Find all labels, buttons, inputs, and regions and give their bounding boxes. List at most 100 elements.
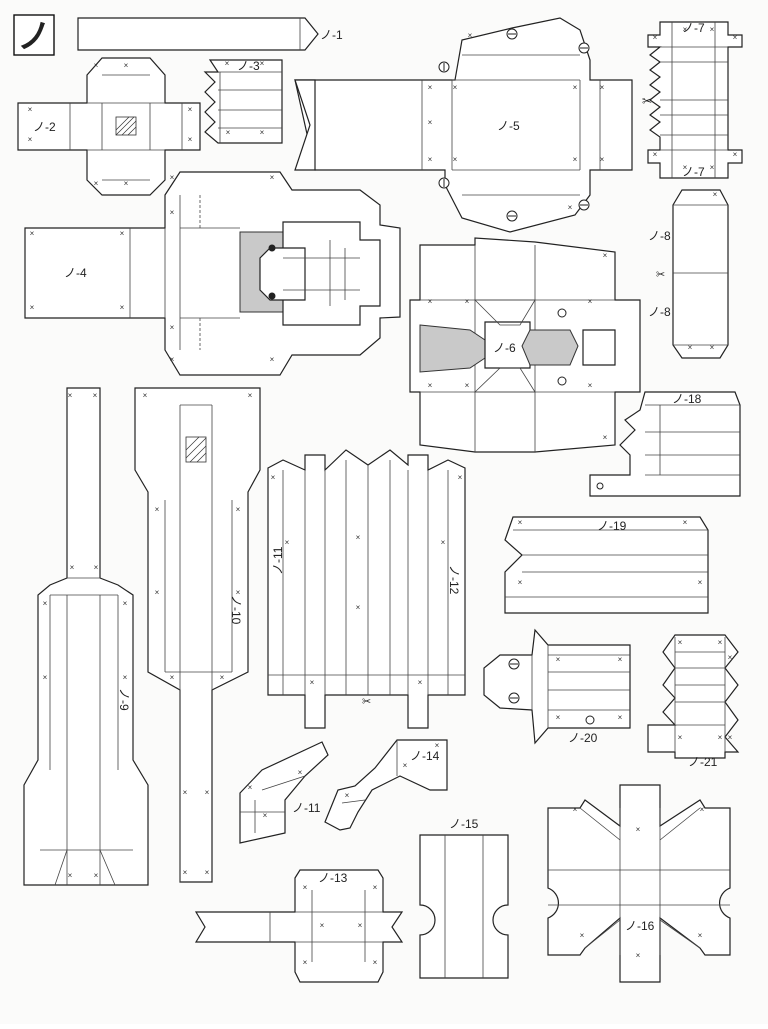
part-15: ノ-13 (194, 869, 404, 983)
glue-mark: × (155, 505, 160, 514)
glue-mark: × (573, 155, 578, 164)
glue-mark: × (428, 297, 433, 306)
glue-mark: × (418, 678, 423, 687)
glue-mark: × (28, 105, 33, 114)
part-20: ノ-20 (483, 628, 631, 745)
scissors-icon: ✂ (656, 269, 665, 281)
glue-mark: × (636, 951, 641, 960)
part-2-label: ノ-2 (33, 120, 56, 134)
part-8: ✂ ノ-8 ノ-8 (648, 189, 729, 359)
part-10-label: ノ-10 (229, 595, 243, 625)
glue-mark: × (683, 518, 688, 527)
glue-mark: × (70, 563, 75, 572)
glue-mark: × (373, 883, 378, 892)
glue-mark: × (220, 673, 225, 682)
glue-mark: × (453, 155, 458, 164)
glue-mark: × (205, 868, 210, 877)
glue-mark: × (698, 931, 703, 940)
glue-mark: × (728, 653, 733, 662)
glue-mark: × (600, 83, 605, 92)
glue-mark: × (303, 883, 308, 892)
glue-mark: × (94, 61, 99, 70)
glue-mark: × (120, 229, 125, 238)
glue-mark: × (588, 297, 593, 306)
glue-mark: × (170, 208, 175, 217)
glue-mark: × (573, 83, 578, 92)
glue-mark: × (271, 473, 276, 482)
glue-mark: × (310, 678, 315, 687)
part-17-label: ノ-16 (625, 919, 655, 933)
glue-mark: × (435, 741, 440, 750)
glue-mark: × (170, 173, 175, 182)
glue-mark: × (465, 297, 470, 306)
part-3: ノ-3 (203, 59, 283, 144)
sheet-header-badge: ノ (13, 14, 55, 56)
glue-mark: × (183, 788, 188, 797)
glue-mark: × (358, 921, 363, 930)
part-18: ノ-18 (589, 391, 741, 497)
glue-mark: × (733, 150, 738, 159)
glue-mark: × (468, 31, 473, 40)
glue-mark: × (205, 788, 210, 797)
glue-mark: × (518, 518, 523, 527)
glue-mark: × (120, 303, 125, 312)
part-21-label: ノ-21 (688, 755, 718, 769)
glue-mark: × (248, 783, 253, 792)
glue-mark: × (43, 673, 48, 682)
glue-mark: × (518, 578, 523, 587)
glue-mark: × (713, 190, 718, 199)
glue-mark: × (718, 638, 723, 647)
glue-mark: × (93, 391, 98, 400)
glue-mark: × (285, 538, 290, 547)
glue-mark: × (556, 713, 561, 722)
glue-mark: × (441, 538, 446, 547)
part-7: ✂ ノ-7 ノ-7 (642, 21, 743, 179)
glue-mark: × (573, 805, 578, 814)
glue-mark: × (600, 155, 605, 164)
glue-mark: × (188, 135, 193, 144)
glue-mark: × (94, 179, 99, 188)
part-8-label-top: ノ-8 (648, 229, 671, 243)
glue-mark: × (236, 588, 241, 597)
glue-mark: × (683, 25, 688, 34)
glue-mark: × (143, 391, 148, 400)
part-18-label: ノ-18 (672, 392, 702, 406)
part-14: ノ-14 (324, 739, 448, 831)
glue-mark: × (356, 533, 361, 542)
glue-mark: × (124, 61, 129, 70)
glue-mark: × (678, 733, 683, 742)
glue-mark: × (170, 355, 175, 364)
glue-mark: × (458, 473, 463, 482)
part-15-label: ノ-13 (318, 871, 348, 885)
glue-mark: × (733, 33, 738, 42)
glue-mark: × (465, 381, 470, 390)
glue-mark: × (428, 118, 433, 127)
glue-mark: × (94, 563, 99, 572)
glue-mark: × (618, 713, 623, 722)
glue-mark: × (683, 163, 688, 172)
glue-mark: × (170, 323, 175, 332)
glue-mark: × (603, 251, 608, 260)
glue-mark: × (453, 83, 458, 92)
glue-mark: × (260, 59, 265, 68)
part-16: ノ-15 (419, 817, 509, 979)
glue-mark: × (225, 59, 230, 68)
glue-mark: × (588, 381, 593, 390)
glue-mark: × (580, 931, 585, 940)
glue-mark: × (28, 135, 33, 144)
glue-mark: × (710, 25, 715, 34)
part-11-12: ✂ ノ-11 ノ-12 (267, 449, 466, 729)
glue-mark: × (68, 391, 73, 400)
glue-mark: × (718, 733, 723, 742)
part-16-label: ノ-15 (449, 817, 479, 831)
part-2: ノ-2 (17, 57, 201, 196)
glue-mark: × (270, 355, 275, 364)
glue-mark: × (155, 588, 160, 597)
glue-mark: × (636, 825, 641, 834)
part-10: ノ-10 (134, 387, 261, 883)
scissors-icon: ✂ (362, 696, 371, 708)
part-14-label: ノ-14 (410, 749, 440, 763)
part-20-label: ノ-20 (568, 731, 598, 745)
